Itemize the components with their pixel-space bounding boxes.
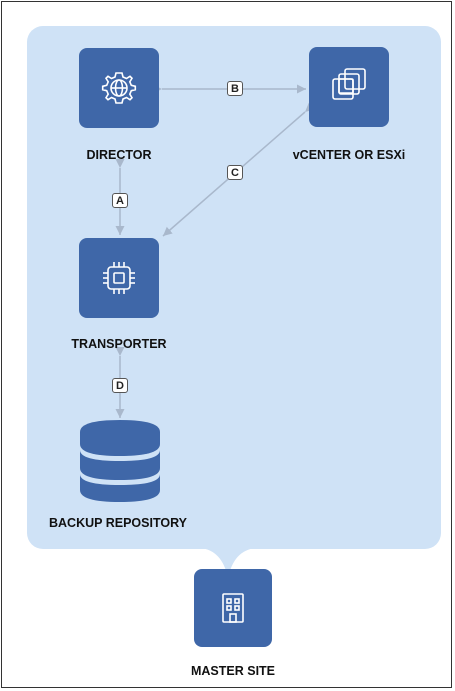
transporter-label: TRANSPORTER <box>71 337 167 351</box>
database-icon[interactable] <box>78 418 162 504</box>
gear-globe-icon <box>101 72 137 104</box>
transporter-node[interactable] <box>79 238 159 318</box>
master-site-node[interactable] <box>194 569 272 647</box>
edge-c-label: C <box>227 165 243 180</box>
cpu-chip-icon <box>103 262 135 294</box>
edge-a-label: A <box>112 193 128 208</box>
building-icon <box>222 593 244 623</box>
vcenter-label: vCENTER OR ESXi <box>292 148 406 162</box>
vcenter-node[interactable] <box>309 47 389 127</box>
stacked-windows-icon <box>332 68 366 100</box>
director-node[interactable] <box>79 48 159 128</box>
director-label: DIRECTOR <box>86 148 152 162</box>
edge-d-label: D <box>112 378 128 393</box>
master-site-label: MASTER SITE <box>190 664 276 678</box>
edge-b-label: B <box>227 81 243 96</box>
repository-label: BACKUP REPOSITORY <box>49 516 187 530</box>
